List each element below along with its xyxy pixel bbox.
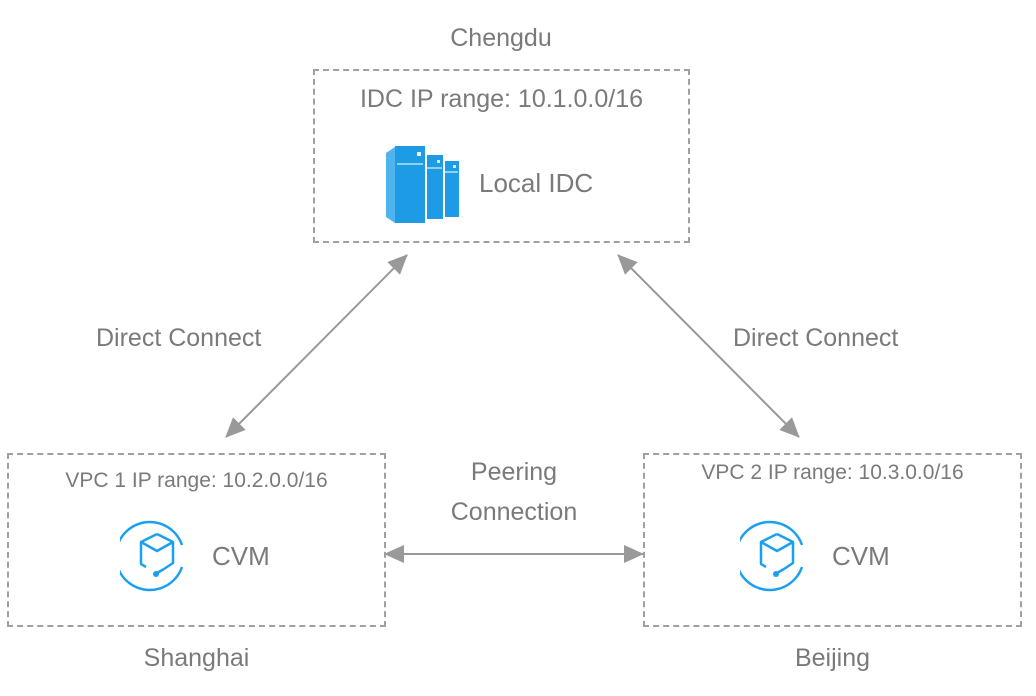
idc-box: IDC IP range: 10.1.0.0/16 [313,69,690,243]
cvm-cube-icon [114,519,194,593]
direct-connect-arrow-left [225,254,408,438]
peering-label-line2: Connection [450,498,578,526]
region-label-beijing: Beijing [794,644,871,672]
vpc1-box: VPC 1 IP range: 10.2.0.0/16 CVM [7,453,386,627]
idc-ip-range: IDC IP range: 10.1.0.0/16 [359,85,644,113]
vpc1-cvm-label: CVM [212,540,270,571]
vpc2-ip-range: VPC 2 IP range: 10.3.0.0/16 [701,461,964,484]
region-label-chengdu: Chengdu [450,24,552,52]
server-rack-icon [381,143,461,223]
vpc2-box: VPC 2 IP range: 10.3.0.0/16 CVM [643,453,1022,627]
region-label-shanghai: Shanghai [143,644,250,672]
vpc2-cvm-label: CVM [832,540,890,571]
vpc1-ip-range: VPC 1 IP range: 10.2.0.0/16 [65,469,328,492]
peering-label-line1: Peering [470,458,558,486]
direct-connect-label-right: Direct Connect [733,324,899,352]
local-idc-label: Local IDC [479,167,594,198]
cvm-cube-icon [734,519,814,593]
vpc1-cvm-node: CVM [114,519,270,593]
direct-connect-label-left: Direct Connect [96,324,262,352]
direct-connect-arrow-right [617,254,800,438]
local-idc-node: Local IDC [381,143,593,223]
vpc2-cvm-node: CVM [734,519,890,593]
peering-connection-label: Peering Connection [385,452,643,532]
